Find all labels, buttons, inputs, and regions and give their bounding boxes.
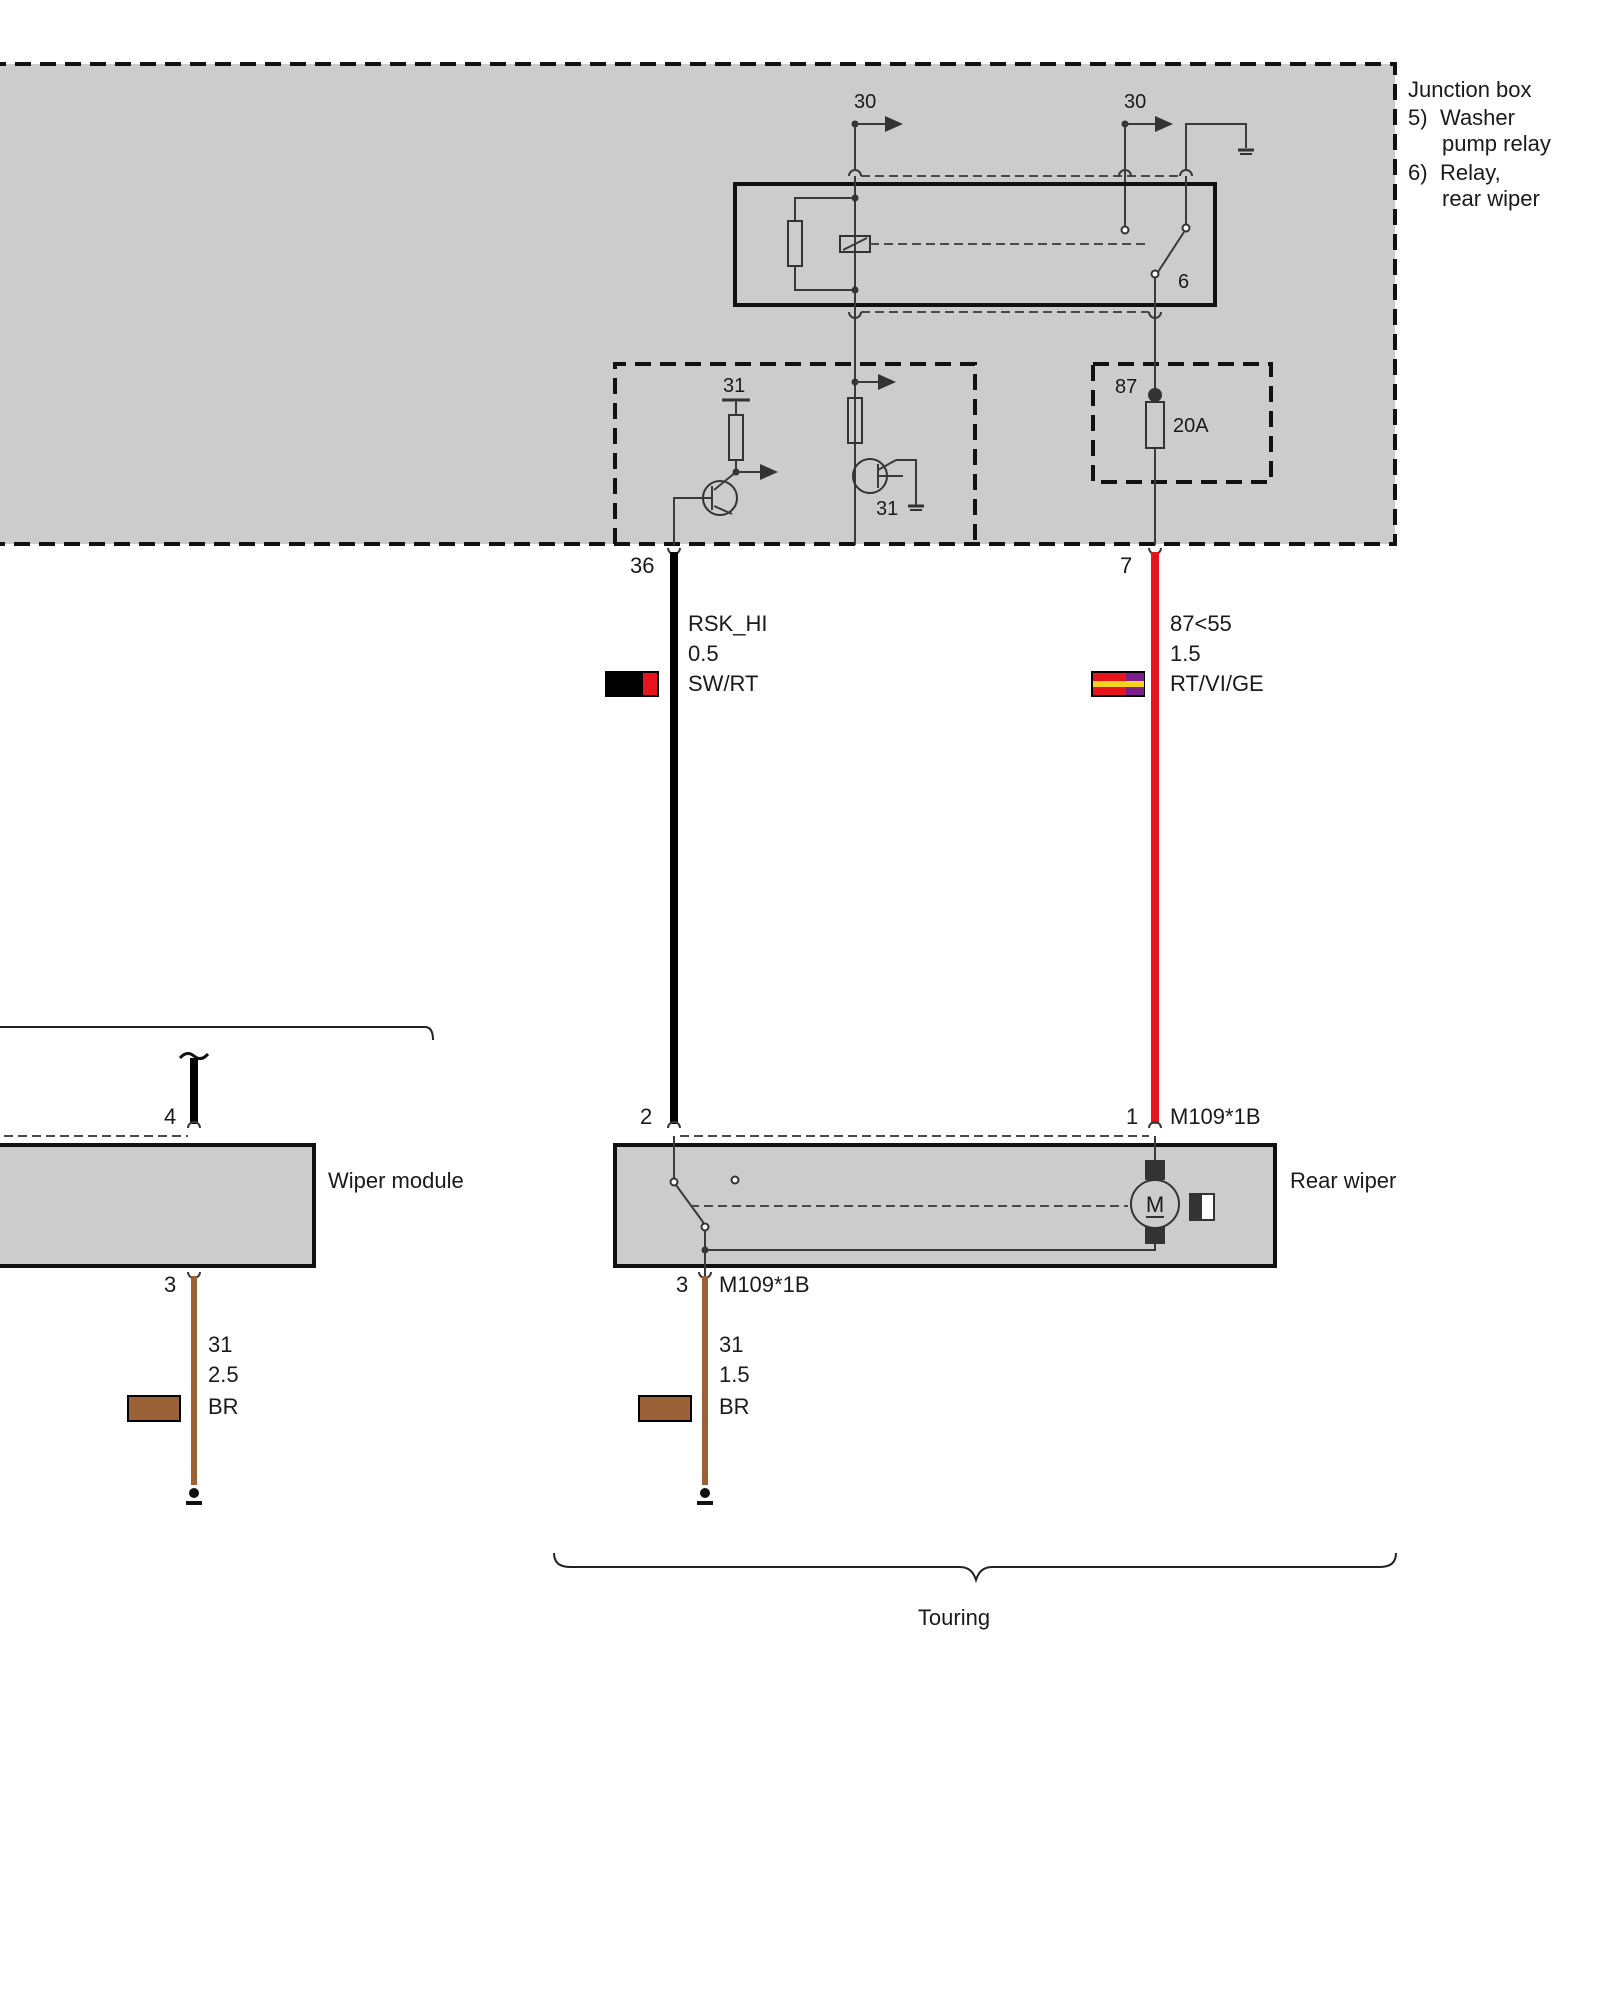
- ground-icon: [1238, 148, 1254, 155]
- wire-supply-pin-7: 7: [1120, 553, 1132, 578]
- motor-brush-icon: [1189, 1193, 1215, 1221]
- wire-supply-gauge: 1.5: [1170, 641, 1201, 666]
- relay-pin-6: 6: [1178, 271, 1189, 293]
- legend-5-line1: Washer: [1440, 105, 1515, 130]
- wiper-ground-name: 31: [208, 1332, 232, 1357]
- wave-icon: [178, 1051, 210, 1061]
- rear-wiper-label: Rear wiper: [1290, 1168, 1396, 1193]
- motor-symbol: M: [1146, 1192, 1164, 1217]
- color-swatch-br-right: [638, 1395, 692, 1422]
- color-swatch-sw-rt: [605, 671, 659, 697]
- arrow-right-icon: [760, 464, 778, 480]
- legend-5-number: 5): [1408, 105, 1428, 130]
- arrow-right-icon: [878, 374, 896, 390]
- terminal-30-right-label: 30: [1124, 91, 1146, 113]
- wiper-ground-color: BR: [208, 1394, 239, 1419]
- wire-rsk-color: SW/RT: [688, 671, 758, 696]
- fuse-20a: [1145, 401, 1165, 449]
- rear-ground-connector: M109*1B: [719, 1272, 810, 1297]
- control-module: 31 31: [613, 312, 977, 545]
- rear-wiper: Rear wiper M 3 M109*1B 31 1.5 BR: [613, 1135, 1396, 1505]
- wiper-module-box: [0, 1143, 316, 1268]
- terminal-30-left: 30: [851, 91, 903, 170]
- legend-6-line2: rear wiper: [1442, 186, 1540, 211]
- wiper-ground-pin: 3: [164, 1272, 176, 1297]
- relay-box: [733, 182, 1217, 307]
- arrow-right-icon: [1155, 116, 1173, 132]
- wiper-module-pin-4: 4: [164, 1104, 176, 1129]
- wire-supply-color: RT/VI/GE: [1170, 671, 1264, 696]
- wire-supply-connector: M109*1B: [1170, 1104, 1261, 1129]
- transistor-31-bottom-label: 31: [876, 498, 898, 520]
- wire-rsk-pin-2: 2: [640, 1104, 652, 1129]
- transistor-31-top-label: 31: [723, 375, 745, 397]
- terminal-30-left-label: 30: [854, 91, 876, 113]
- junction-box: Junction box 5) Washer pump relay 6) Rel…: [0, 62, 1551, 546]
- legend-5-line2: pump relay: [1442, 131, 1551, 156]
- junction-box-border: [0, 62, 1397, 546]
- wire-rsk-gauge: 0.5: [688, 641, 719, 666]
- terminal-30-right: 30: [1120, 91, 1254, 235]
- color-swatch-br-left: [127, 1395, 181, 1422]
- color-swatch-rt-vi-ge: [1091, 671, 1145, 697]
- ground-icon: [908, 504, 924, 511]
- ground-icon: [697, 1488, 713, 1505]
- rear-ground-pin: 3: [676, 1272, 688, 1297]
- wire-rsk-hi: 36 RSK_HI 0.5 SW/RT 2: [605, 547, 767, 1129]
- wire-supply-name: 87<55: [1170, 611, 1232, 636]
- fuse-pin-87: 87: [1115, 376, 1137, 398]
- rear-ground-name: 31: [719, 1332, 743, 1357]
- wiper-module-label: Wiper module: [328, 1168, 464, 1193]
- legend-6-number: 6): [1408, 160, 1428, 185]
- fuse-box: 87 20A: [1091, 312, 1273, 545]
- wiper-ground-gauge: 2.5: [208, 1362, 239, 1387]
- rear-ground-gauge: 1.5: [719, 1362, 750, 1387]
- wiper-module: 4 Wiper module 3 31 2.5 BR: [0, 1026, 464, 1505]
- wire-rsk-pin-36: 36: [630, 553, 654, 578]
- transistor-resistor-right: [847, 397, 863, 444]
- junction-box-title: Junction box: [1408, 77, 1532, 102]
- touring-brace: Touring: [553, 1552, 1397, 1630]
- relay-rear-wiper: 6: [733, 176, 1217, 312]
- wire-supply: 7 87<55 1.5 RT/VI/GE 1 M109*1B: [1091, 547, 1264, 1129]
- touring-label: Touring: [918, 1605, 990, 1630]
- ground-icon: [186, 1488, 202, 1505]
- wire-rsk-name: RSK_HI: [688, 611, 767, 636]
- motor-icon: [1130, 1179, 1180, 1229]
- fuse-rating: 20A: [1173, 415, 1209, 437]
- legend-6-line1: Relay,: [1440, 160, 1501, 185]
- wire-supply-pin-1: 1: [1126, 1104, 1138, 1129]
- arrow-right-icon: [885, 116, 903, 132]
- rear-ground-color: BR: [719, 1394, 750, 1419]
